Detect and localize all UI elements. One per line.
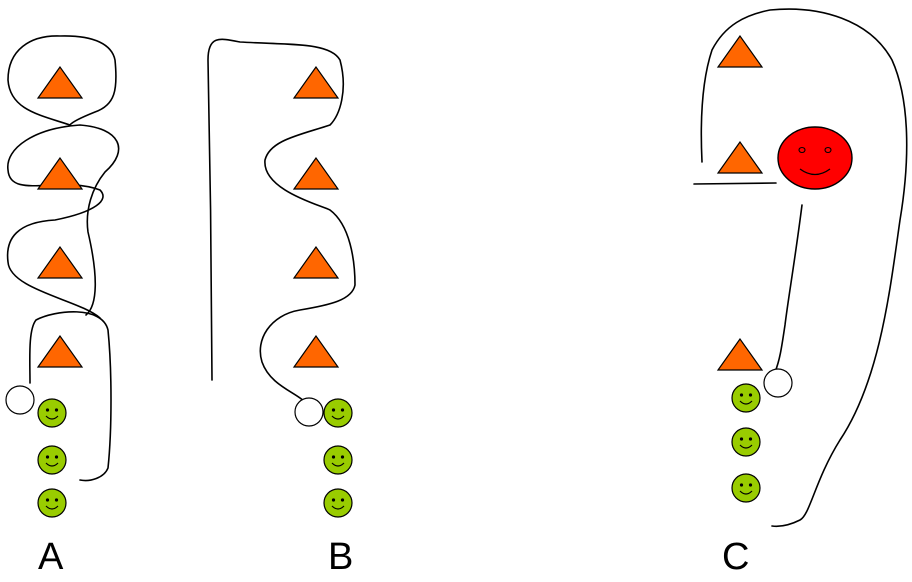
panel-b-label: B	[328, 536, 354, 578]
panel-c	[693, 8, 908, 528]
orange-triangle-icon	[717, 141, 763, 174]
panel-b	[207, 38, 356, 518]
panel-a-label: A	[38, 536, 64, 578]
orange-triangle-icon	[717, 338, 763, 371]
orange-triangle-icon	[293, 246, 339, 279]
green-smiley-icon	[731, 473, 761, 503]
green-smiley-icon	[731, 427, 761, 457]
orange-triangle-icon	[37, 66, 83, 99]
green-smiley-icon	[323, 488, 353, 518]
empty-circle-icon	[763, 368, 793, 398]
orange-triangle-icon	[293, 66, 339, 99]
green-smiley-icon	[323, 398, 353, 428]
orange-triangle-icon	[37, 157, 83, 190]
orange-triangle-icon	[37, 246, 83, 279]
green-smiley-icon	[37, 398, 67, 428]
orange-triangle-icon	[293, 335, 339, 368]
panel-b-path	[207, 38, 356, 403]
panel-a-path	[6, 35, 120, 482]
green-smiley-icon	[731, 383, 761, 413]
empty-circle-icon	[5, 385, 35, 415]
empty-circle-icon	[294, 397, 324, 427]
panel-c-outline-path	[700, 8, 908, 528]
red-smiley-icon	[777, 126, 853, 190]
panel-c-stem-path	[774, 204, 803, 373]
orange-triangle-icon	[717, 35, 763, 68]
panel-c-crossbar-path	[693, 182, 777, 185]
green-smiley-icon	[37, 488, 67, 518]
orange-triangle-icon	[37, 335, 83, 368]
orange-triangle-icon	[293, 157, 339, 190]
panel-c-label: C	[722, 536, 750, 578]
green-smiley-icon	[37, 445, 67, 475]
green-smiley-icon	[323, 445, 353, 475]
panel-a	[5, 35, 120, 518]
